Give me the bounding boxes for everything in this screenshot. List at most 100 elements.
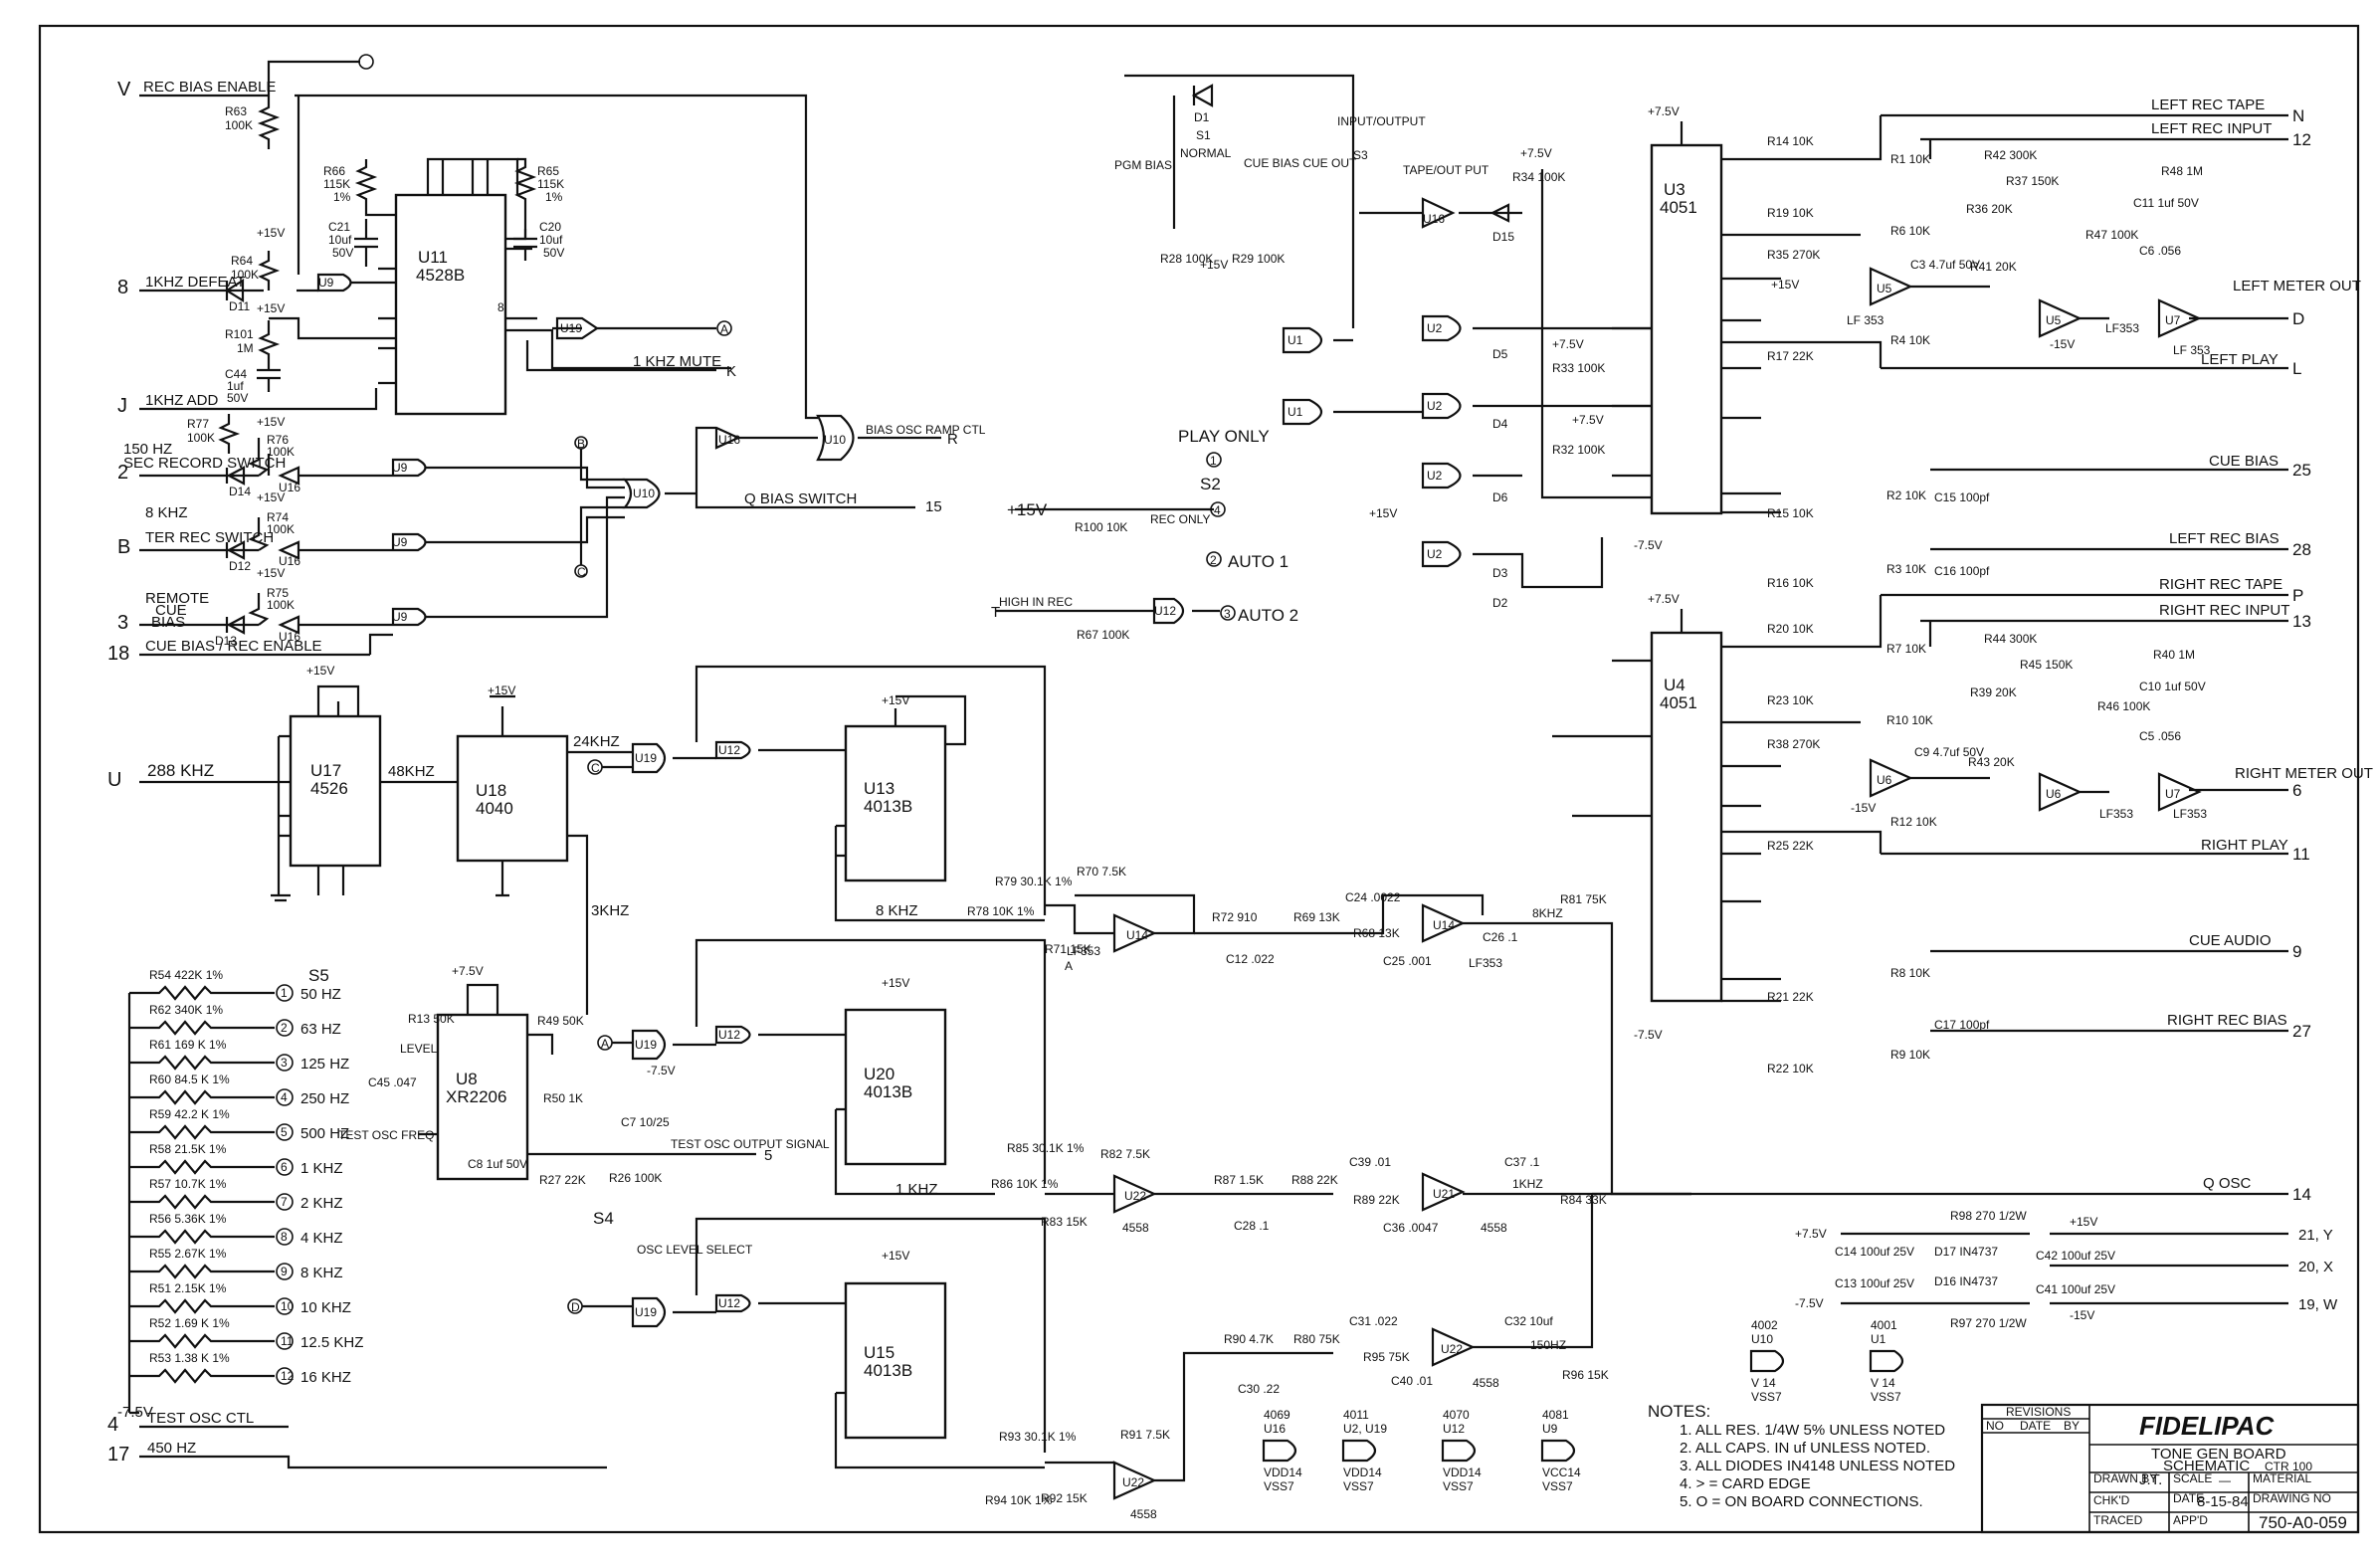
- label-150hz: 150 HZ: [123, 441, 172, 458]
- io-pin-n: N: [2292, 106, 2304, 125]
- svg-text:U1: U1: [1288, 333, 1303, 347]
- svg-text:LF353: LF353: [2105, 321, 2139, 335]
- date-label: DATE: [2173, 1491, 2204, 1505]
- io-pin-u: U: [107, 769, 121, 791]
- io-label-left-rec-input: LEFT REC INPUT: [2151, 120, 2272, 137]
- svg-text:U14: U14: [1126, 928, 1148, 942]
- c13-label: C13 100uf 25V: [1835, 1276, 1914, 1290]
- switch-frequency-label: 4 KHZ: [300, 1230, 343, 1247]
- ladder-resistor: [129, 1159, 275, 1175]
- note-1: 1. ALL RES. 1/4W 5% UNLESS NOTED: [1680, 1422, 1945, 1439]
- meter-left: U5 U5 U7 R14 10K R1 10K R19 10K R6 10K R…: [1767, 115, 2211, 590]
- svg-text:U9: U9: [392, 461, 408, 475]
- board-connection: [358, 54, 374, 70]
- ic-u8-name: U8: [456, 1070, 478, 1088]
- r13-label: R13 50K: [408, 1012, 455, 1026]
- ic-u3: U3 4051 +7.5V -7.5V: [1634, 104, 1781, 552]
- svg-text:LF353: LF353: [2099, 807, 2133, 821]
- c12-label: C12 .022: [1226, 952, 1275, 966]
- svg-text:100K: 100K: [267, 598, 295, 612]
- legend-unit: U1: [1871, 1332, 1886, 1346]
- r28-label: R28 100K: [1160, 252, 1213, 266]
- net-3khz: 3KHZ: [591, 902, 629, 919]
- ic-u15-name: U15: [864, 1343, 894, 1362]
- svg-text:U16: U16: [718, 433, 740, 447]
- svg-text:15: 15: [925, 498, 942, 515]
- svg-text:A: A: [1065, 959, 1073, 973]
- r2-label: R2 10K: [1886, 489, 1926, 502]
- svg-text:+7.5V: +7.5V: [452, 964, 484, 978]
- r1-label: R1 10K: [1890, 152, 1930, 166]
- label-auto1: AUTO 1: [1228, 552, 1289, 571]
- label-normal: NORMAL: [1180, 146, 1232, 160]
- svg-text:50V: 50V: [332, 246, 353, 260]
- io-pin-3: 3: [117, 612, 128, 634]
- r19-label: R19 10K: [1767, 206, 1814, 220]
- svg-text:U6: U6: [1877, 773, 1892, 787]
- io-label-288khz: 288 KHZ: [147, 761, 214, 780]
- svg-text:U19: U19: [560, 321, 582, 335]
- legend-part: 4069: [1264, 1408, 1290, 1422]
- io-label-1khz-add: 1KHZ ADD: [145, 392, 219, 409]
- label-plus75v-r32: +7.5V: [1572, 413, 1604, 427]
- legend-part: 4011: [1343, 1408, 1369, 1422]
- rev-col-by: BY: [2064, 1419, 2080, 1433]
- legend-vss: VSS7: [1542, 1479, 1573, 1493]
- switch-position: [276, 1228, 294, 1246]
- io-label-ter-rec-switch: TER REC SWITCH: [145, 529, 274, 546]
- legend-unit: U2, U19: [1343, 1422, 1387, 1436]
- r68-label: R68 13K: [1353, 926, 1400, 940]
- svg-text:U16: U16: [279, 554, 300, 568]
- svg-text:100K: 100K: [267, 445, 295, 459]
- wire: [139, 388, 378, 411]
- ic-u20-part: 4013B: [864, 1082, 912, 1101]
- label-rec-only: REC ONLY: [1150, 512, 1210, 526]
- label-play-only: PLAY ONLY: [1178, 427, 1270, 446]
- ladder-resistor-label: R53 1.38 K 1%: [149, 1351, 230, 1365]
- legend-unit: U9: [1542, 1422, 1558, 1436]
- io-pin-9: 9: [2292, 942, 2301, 961]
- r10-label: R10 10K: [1886, 713, 1933, 727]
- net-24khz: 24KHZ: [573, 733, 620, 750]
- drawn-by-label: DRAWN BY: [2093, 1471, 2157, 1485]
- c7-label: C7 10/25: [621, 1115, 670, 1129]
- net-8khz-b: 8KHZ: [1532, 906, 1563, 920]
- rev-col-date: DATE: [2020, 1419, 2051, 1433]
- label-cue: CUE: [155, 602, 187, 619]
- label-plus75v-r34: +7.5V: [1520, 146, 1552, 160]
- svg-text:4: 4: [1214, 503, 1221, 517]
- svg-text:U19: U19: [635, 1305, 657, 1319]
- legend-gate-symbol: [1441, 1439, 1477, 1463]
- io-pin-p: P: [2292, 586, 2303, 605]
- ladder-resistor-label: R58 21.5K 1%: [149, 1142, 227, 1156]
- ladder-resistor-label: R62 340K 1%: [149, 1003, 223, 1017]
- svg-text:U12: U12: [1154, 604, 1176, 618]
- svg-text:A: A: [601, 1037, 609, 1051]
- label-minus15v-u5: -15V: [2050, 337, 2075, 351]
- svg-text:U10: U10: [633, 487, 655, 500]
- r3-label: R3 10K: [1886, 562, 1926, 576]
- r83-label: R83 15K: [1041, 1215, 1088, 1229]
- ladder-resistor: [129, 1055, 275, 1071]
- c6-label: C6 .056: [2139, 244, 2181, 258]
- r86-label: R86 10K 1%: [991, 1177, 1059, 1191]
- legend-gate-symbol: [1749, 1349, 1785, 1373]
- r34-label: R34 100K: [1512, 170, 1565, 184]
- d16-label: D16 IN4737: [1934, 1274, 1998, 1288]
- label-minus75v-u3: -7.5V: [1634, 538, 1663, 552]
- r82-label: R82 7.5K: [1100, 1147, 1150, 1161]
- center-switches: D1 S1 NORMAL PGM BIAS CUE BIAS CUE OUT R…: [1114, 74, 1652, 499]
- io-pin-8: 8: [117, 277, 128, 298]
- svg-text:C21: C21: [328, 220, 350, 234]
- r100-label: R100 10K: [1075, 520, 1127, 534]
- io-label-cue-bias-rec-enable: CUE BIAS / REC ENABLE: [145, 638, 322, 655]
- ladder-resistor: [129, 985, 275, 1001]
- ladder-resistor: [129, 1020, 275, 1036]
- label-8khz-left: 8 KHZ: [145, 504, 188, 521]
- io-label-1khz-defeat: 1KHZ DEFEAT: [145, 274, 246, 291]
- io-label-right-rec-input: RIGHT REC INPUT: [2159, 602, 2289, 619]
- svg-text:U22: U22: [1124, 1189, 1146, 1203]
